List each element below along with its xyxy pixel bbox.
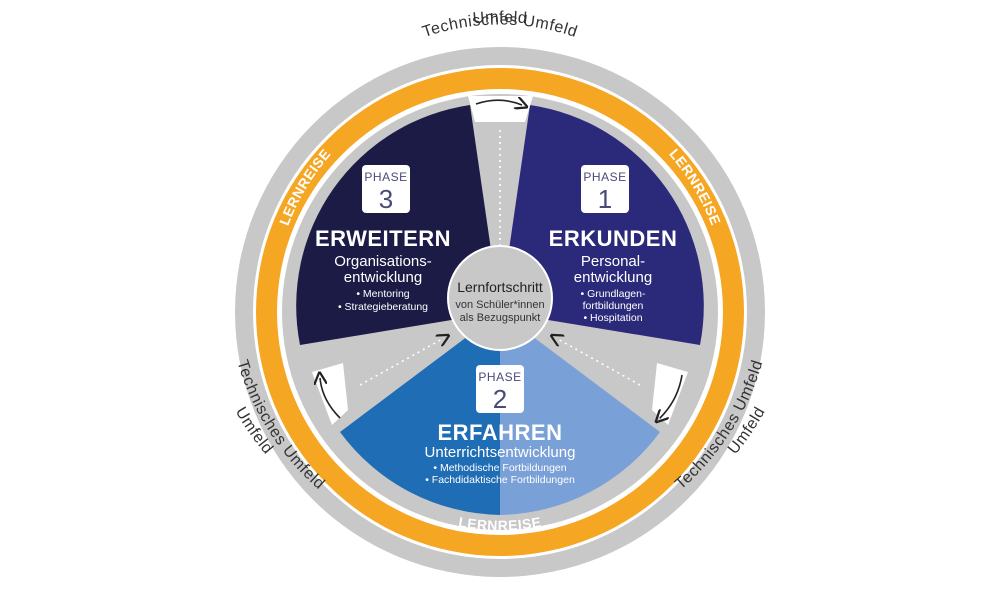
phase-3-title: ERWEITERN [315,226,451,251]
phase-2-group: PHASE 2 ERFAHREN Unterrichtsentwicklung … [425,365,576,486]
phase-3-subtitle-1: Organisations- [334,253,432,270]
dotted-arrow-right [556,338,641,386]
phase-3-number: 3 [379,184,393,214]
phase-1-bullet-1: • Grundlagen- [581,288,646,300]
arrow-2-to-3 [320,378,341,419]
phase-3-bullet-1: • Mentoring [356,288,409,300]
center-circle [447,245,553,351]
phase-2-badge [476,365,524,413]
dotted-arrow-left [359,338,444,386]
phase-2-bullet-2: • Fachdidaktische Fortbildungen [425,474,575,486]
phase-3-word: PHASE [364,170,407,184]
phase-1-number: 1 [598,184,612,214]
phase-3-bullet-2: • Strategieberatung [338,301,428,313]
phase-3-subtitle-2: entwicklung [344,269,422,286]
phase-1-badge [581,165,629,213]
phase-2-subtitle: Unterrichtsentwicklung [425,444,576,461]
center-title: Lernfortschritt [457,279,543,295]
phase-2-sector-right [500,312,660,515]
phase-1-bullet-3: • Hospitation [583,312,642,324]
phase-1-word: PHASE [583,170,626,184]
lernreise-label-bottom: LERNREISE [457,514,542,534]
umfeld-label-top: Umfeld [472,9,528,27]
phase-1-bullet-2: fortbildungen [583,300,644,312]
arrow-1-to-2 [660,374,683,418]
phase-2-sector-left [340,312,500,515]
technisches-umfeld-label-top: Technisches Umfeld [420,11,579,41]
center-line-2: als Bezugspunkt [460,312,541,324]
phase-3-badge [362,165,410,213]
phase-2-title: ERFAHREN [437,420,562,445]
phase-2-bullet-1: • Methodische Fortbildungen [433,462,566,474]
phase-2-number: 2 [493,384,507,414]
phase-1-subtitle-1: Personal- [581,253,645,270]
phase-1-title: ERKUNDEN [549,226,678,251]
center-line-1: von Schüler*innen [455,299,544,311]
arrow-3-to-1 [475,100,522,105]
phase-2-word: PHASE [478,370,521,384]
phase-1-subtitle-2: entwicklung [574,269,652,286]
phase-3-group: PHASE 3 ERWEITERN Organisations- entwick… [315,165,451,313]
phase-1-group: PHASE 1 ERKUNDEN Personal- entwicklung •… [549,165,678,324]
